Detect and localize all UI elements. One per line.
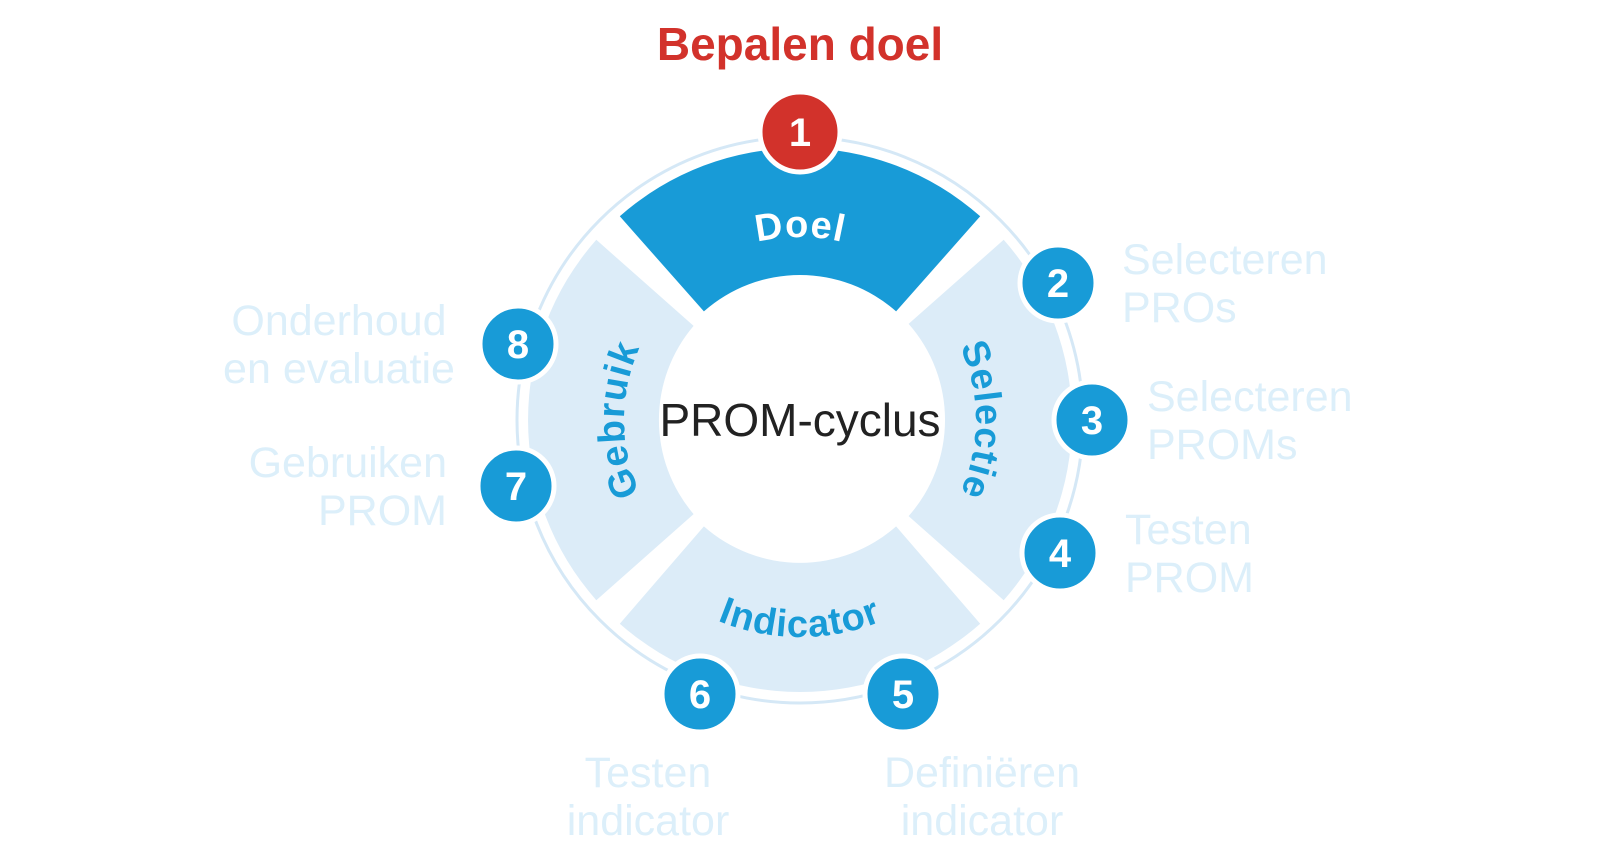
step-label-8-line-2: en evaluatie bbox=[223, 345, 455, 393]
step-label-2-line-1: Selecteren bbox=[1122, 236, 1328, 284]
step-label-7-line-2: PROM bbox=[318, 487, 447, 535]
step-label-4: Testen PROM bbox=[1125, 506, 1254, 602]
center-label: PROM-cyclus bbox=[659, 394, 940, 446]
step-number-8: 8 bbox=[507, 323, 529, 367]
step-number-4: 4 bbox=[1049, 532, 1072, 576]
step-number-1: 1 bbox=[789, 111, 811, 155]
quadrant-segment-indicator bbox=[619, 526, 981, 692]
step-marker-1: 1 bbox=[757, 89, 843, 175]
step-marker-8: 8 bbox=[477, 303, 559, 385]
quadrant-segment-doel bbox=[619, 148, 981, 312]
active-step-title: Bepalen doel bbox=[657, 18, 943, 70]
step-circle-2 bbox=[1017, 242, 1099, 324]
step-marker-5: 5 bbox=[862, 653, 944, 735]
step-label-3-line-1: Selecteren bbox=[1147, 373, 1353, 421]
step-label-6-line-1: Testen bbox=[585, 749, 712, 797]
step-circle-5 bbox=[862, 653, 944, 735]
step-label-5-line-2: indicator bbox=[901, 797, 1064, 845]
step-circle-3 bbox=[1051, 379, 1133, 461]
step-label-5: Definiëren indicator bbox=[884, 749, 1080, 845]
step-label-4-line-1: Testen bbox=[1125, 506, 1252, 554]
step-marker-7: 7 bbox=[475, 445, 557, 527]
quadrant-segment-selectie bbox=[908, 239, 1072, 601]
step-label-8: Onderhoud en evaluatie bbox=[223, 297, 455, 393]
step-label-6-line-2: indicator bbox=[567, 797, 730, 845]
step-label-5-line-1: Definiëren bbox=[884, 749, 1080, 797]
step-marker-2: 2 bbox=[1017, 242, 1099, 324]
step-circle-8 bbox=[477, 303, 559, 385]
quadrant-segment-gebruik bbox=[528, 239, 694, 601]
step-circle-1 bbox=[757, 89, 843, 175]
quadrant-label-doel: Doel bbox=[752, 204, 850, 251]
step-label-7-line-1: Gebruiken bbox=[249, 439, 447, 487]
step-number-3: 3 bbox=[1081, 399, 1103, 443]
step-label-2: Selecteren PROs bbox=[1122, 236, 1328, 332]
step-marker-3: 3 bbox=[1051, 379, 1133, 461]
step-label-3: Selecteren PROMs bbox=[1147, 373, 1353, 469]
step-marker-4: 4 bbox=[1019, 512, 1101, 594]
step-number-7: 7 bbox=[505, 465, 527, 509]
step-number-2: 2 bbox=[1047, 262, 1069, 306]
step-label-7: Gebruiken PROM bbox=[249, 439, 447, 535]
step-marker-6: 6 bbox=[659, 653, 741, 735]
step-label-2-line-2: PROs bbox=[1122, 284, 1237, 332]
step-number-6: 6 bbox=[689, 673, 711, 717]
step-label-6: Testen indicator bbox=[567, 749, 730, 845]
step-circle-4 bbox=[1019, 512, 1101, 594]
step-circle-6 bbox=[659, 653, 741, 735]
step-label-8-line-1: Onderhoud bbox=[231, 297, 446, 345]
step-circle-7 bbox=[475, 445, 557, 527]
step-number-5: 5 bbox=[892, 673, 914, 717]
step-label-3-line-2: PROMs bbox=[1147, 421, 1298, 469]
step-label-4-line-2: PROM bbox=[1125, 554, 1254, 602]
